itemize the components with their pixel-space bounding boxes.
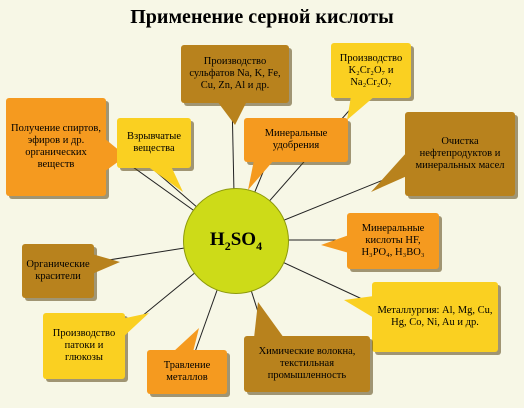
node-molasses: Производство патоки и глюкозы <box>43 313 149 379</box>
node-molasses-label: Производство патоки и глюкозы <box>52 328 116 363</box>
node-explosives-label: Взрывчатые вещества <box>127 131 181 154</box>
node-fertilizers: Минеральные удобрения <box>244 118 348 190</box>
node-oil-refining: Очистка нефтепродуктов и минеральных мас… <box>371 112 515 196</box>
node-fertilizers-label: Минеральные удобрения <box>264 128 328 151</box>
node-metallurgy: Металлургия: Al, Mg, Cu, Hg, Co, Ni, Au … <box>344 282 498 352</box>
node-dyes-label: Органические красители <box>26 259 90 282</box>
node-alcohols: Получение спиртов, эфиров и др. органиче… <box>6 98 126 196</box>
node-dichromates: Производство K₂Cr₂O₇ и Na₂Cr₂O₇ <box>331 43 411 120</box>
node-dichromates-label: Производство K₂Cr₂O₇ и Na₂Cr₂O₇ <box>339 52 403 88</box>
node-mineral-acids: Минеральные кислоты HF, H₃PO₄, H₃BO₃ <box>321 213 439 269</box>
page-title: Применение серной кислоты <box>130 6 394 28</box>
node-dyes: Органические красители <box>22 244 120 298</box>
node-mineral-acids-label: Минеральные кислоты HF, H₃PO₄, H₃BO₃ <box>361 223 425 258</box>
node-explosives: Взрывчатые вещества <box>117 118 191 192</box>
center-formula: H2SO4 <box>209 228 263 253</box>
node-metallurgy-label: Металлургия: Al, Mg, Cu, Hg, Co, Ni, Au … <box>377 305 493 328</box>
node-pickling: Травление металлов <box>147 328 227 394</box>
node-sulfates: Производство сульфатов Na, K, Fe, Cu, Zn… <box>181 45 289 125</box>
node-sulfates-label: Производство сульфатов Na, K, Fe, Cu, Zn… <box>189 56 281 91</box>
node-fibers-label: Химические волокна, текстильная промышле… <box>258 346 356 381</box>
node-oil-refining-label: Очистка нефтепродуктов и минеральных мас… <box>415 136 505 171</box>
node-fibers: Химические волокна, текстильная промышле… <box>244 302 370 392</box>
node-alcohols-label: Получение спиртов, эфиров и др. органиче… <box>11 123 101 170</box>
node-pickling-label: Травление металлов <box>163 360 211 383</box>
center-h2so4-circle: H2SO4 <box>183 188 289 294</box>
